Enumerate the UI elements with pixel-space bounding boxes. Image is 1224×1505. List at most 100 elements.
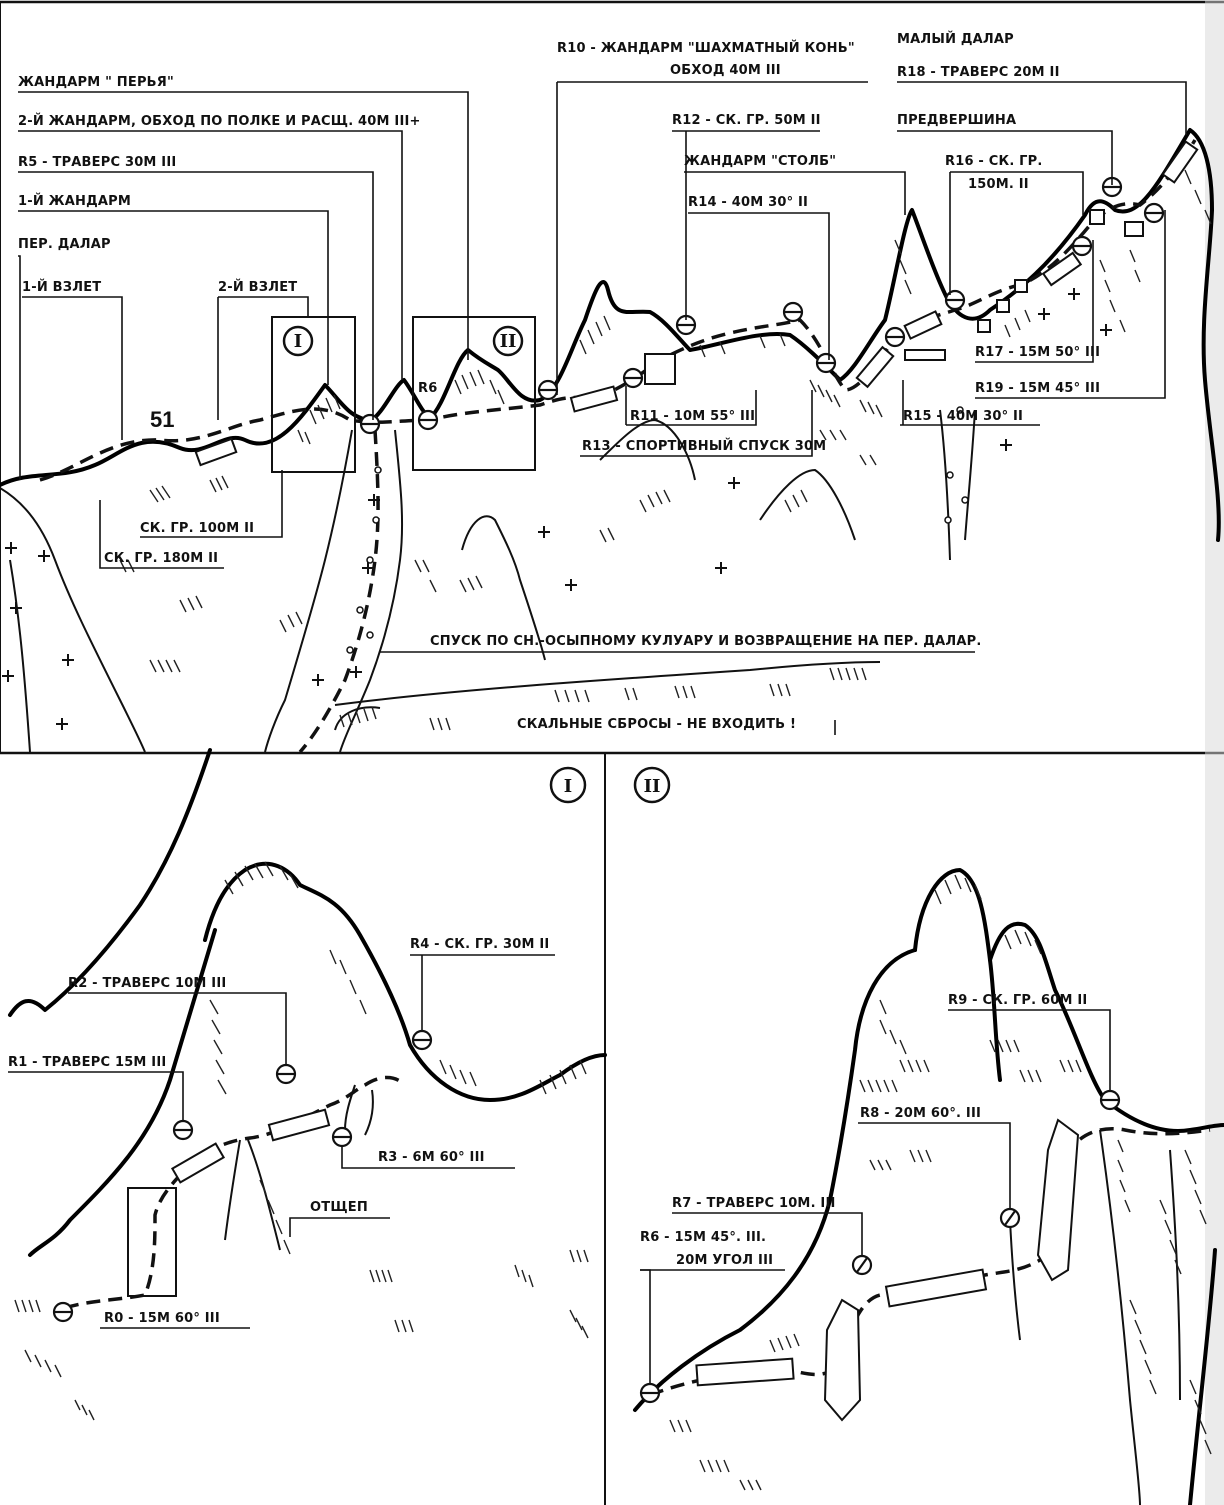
rock-hatching xyxy=(119,169,1212,731)
label-malyi-dalar: МАЛЫЙ ДАЛАР xyxy=(897,31,1014,47)
inset-ii-anchors xyxy=(639,1089,1121,1404)
label-r10-a: R10 - ЖАНДАРМ "ШАХМАТНЫЙ КОНЬ" xyxy=(557,40,855,56)
label-r16-b: 150М. II xyxy=(968,177,1029,192)
pitch-rect xyxy=(1014,279,1028,293)
left-gully-line xyxy=(9,559,31,753)
inset-ii-label-r6-a: R6 - 15М 45°. III. xyxy=(640,1230,766,1245)
inset-i-left-face xyxy=(28,928,217,1257)
main-ridge-line xyxy=(0,128,1214,487)
inset-marker-ii-label: II xyxy=(500,331,517,352)
inset-marker-i xyxy=(282,325,314,357)
left-slope-line xyxy=(0,487,146,753)
label-zhandarm-2: 2-Й ЖАНДАРМ, ОБХОД ПО ПОЛКЕ И РАСЩ. 40М … xyxy=(18,113,421,129)
label-vzlet-2: 2-Й ВЗЛЕТ xyxy=(218,279,297,295)
inset-i-pitch xyxy=(267,1108,331,1142)
pitch-rect xyxy=(1124,221,1144,237)
descent-route-dashed xyxy=(298,429,380,754)
inset-i-crack xyxy=(344,1084,374,1136)
label-zhandarm-perya: ЖАНДАРМ " ПЕРЬЯ" xyxy=(18,75,174,90)
inset-ii-face-2 xyxy=(1169,1149,1181,1401)
label-r13: R13 - СПОРТИВНЫЙ СПУСК 30М xyxy=(582,438,826,454)
inset-i-label-r3: R3 - 6М 60° III xyxy=(378,1150,485,1165)
pitch-rect xyxy=(903,310,943,340)
pitch-rect xyxy=(855,345,895,389)
inset-ii-hatching xyxy=(669,874,1212,1491)
couloir-left-bank xyxy=(264,429,353,753)
inset-i-anchors xyxy=(52,1029,433,1323)
inset-i-label-r1: R1 - ТРАВЕРС 15М III xyxy=(8,1055,166,1070)
inset-ii-right-cliff xyxy=(1188,1248,1217,1505)
label-warning: СКАЛЬНЫЕ СБРОСЫ - НЕ ВХОДИТЬ ! xyxy=(517,717,796,732)
label-sk-gr-100: СК. ГР. 100М II xyxy=(140,521,254,536)
leader-lines xyxy=(18,81,1187,735)
inset-marker-i-label: I xyxy=(294,331,302,352)
inset-ii-pinnacle xyxy=(913,868,1002,1082)
inset-i-id: I xyxy=(564,776,572,797)
lower-rock-2 xyxy=(599,418,696,481)
inset-ii-pitch xyxy=(884,1268,988,1308)
couloir-markers xyxy=(346,406,969,654)
label-vzlet-1: 1-Й ВЗЛЕТ xyxy=(22,279,101,295)
inset-i-hatching xyxy=(14,861,589,1421)
inset-ii-label-r8: R8 - 20М 60°. III xyxy=(860,1106,981,1121)
label-sk-gr-180: СК. ГР. 180М II xyxy=(104,551,218,566)
inset-ii-label-r7: R7 - ТРАВЕРС 10М. III xyxy=(672,1196,836,1211)
inset-ii-pitch-dihedral xyxy=(823,1298,862,1422)
label-r19: R19 - 15М 45° III xyxy=(975,381,1100,396)
plus-markers xyxy=(2,288,1112,730)
lower-ledge-line-2 xyxy=(334,706,381,731)
lower-rock-1 xyxy=(461,515,546,661)
label-r11: R11 - 10М 55° III xyxy=(630,409,755,424)
label-r14: R14 - 40М 30° II xyxy=(688,195,808,210)
inset-ii-crack xyxy=(1009,1219,1021,1341)
inset-ii-id: II xyxy=(644,776,661,797)
label-r12: R12 - СК. ГР. 50М II xyxy=(672,113,821,128)
pitch-rect xyxy=(904,349,946,361)
inset-i-label-r4: R4 - СК. ГР. 30М II xyxy=(410,937,549,952)
inset-marker-ii xyxy=(492,325,524,357)
inset-ii-pitch-dihedral xyxy=(1036,1118,1080,1282)
inset-i-label-r2: R2 - ТРАВЕРС 10М III xyxy=(68,976,226,991)
label-r15: R15 - 40М 30° II xyxy=(903,409,1023,424)
pitch-rect xyxy=(194,437,238,467)
label-zhandarm-1: 1-Й ЖАНДАРМ xyxy=(18,193,131,209)
inset-frame-i xyxy=(271,316,356,473)
inset-i-pitch-box xyxy=(127,1187,177,1297)
inset-ii-pinnacle-2 xyxy=(988,921,1107,1102)
label-predvershina: ПРЕДВЕРШИНА xyxy=(897,113,1016,128)
pitch-rect xyxy=(1089,209,1105,225)
inset-ii-label-r6-b: 20М УГОЛ III xyxy=(676,1253,773,1268)
inset-ii-pitch xyxy=(695,1357,795,1387)
lower-rock-3 xyxy=(759,468,856,541)
inset-i-id-badge xyxy=(549,766,587,804)
label-per-dalar: ПЕР. ДАЛАР xyxy=(18,237,111,252)
inset-i-route xyxy=(64,1075,407,1310)
inset-ii-right-crest xyxy=(1103,1098,1224,1133)
anchor-marks xyxy=(359,176,1165,435)
pitch-rect xyxy=(1161,140,1199,184)
inset-ii-leaders xyxy=(640,1009,1111,1383)
label-r5: R5 - ТРАВЕРС 30М III xyxy=(18,155,176,170)
inset-ii-label-r9: R9 - СК. ГР. 60М II xyxy=(948,993,1087,1008)
inset-ii-left-edge xyxy=(633,948,917,1412)
inset-i-label-r0: R0 - 15М 60° III xyxy=(104,1311,220,1326)
inset-i-label-otshchep: ОТЩЕП xyxy=(310,1200,368,1215)
pitch-rect xyxy=(644,353,676,385)
label-r17: R17 - 15М 50° III xyxy=(975,345,1100,360)
label-descent: СПУСК ПО СН.-ОСЫПНОМУ КУЛУАРУ И ВОЗВРАЩЕ… xyxy=(430,634,981,649)
inset-i-otshchep xyxy=(224,1139,281,1251)
right-cliff-line xyxy=(1201,208,1221,542)
pitch-rect xyxy=(1041,251,1083,287)
inset-i-pitch xyxy=(170,1142,226,1184)
label-r10-b: ОБХОД 40М III xyxy=(670,63,781,78)
label-51: 51 xyxy=(150,407,174,432)
lower-ledge-line xyxy=(334,661,881,706)
inset-i-ridge xyxy=(8,748,212,1017)
label-zhandarm-stolb: ЖАНДАРМ "СТОЛБ" xyxy=(684,154,836,169)
inset-i-ridge-crest xyxy=(203,861,607,1102)
pitch-rect xyxy=(977,319,991,333)
label-r18: R18 - ТРАВЕРС 20М II xyxy=(897,65,1060,80)
label-r16-a: R16 - СК. ГР. xyxy=(945,154,1043,169)
gully-right-2 xyxy=(964,409,976,541)
